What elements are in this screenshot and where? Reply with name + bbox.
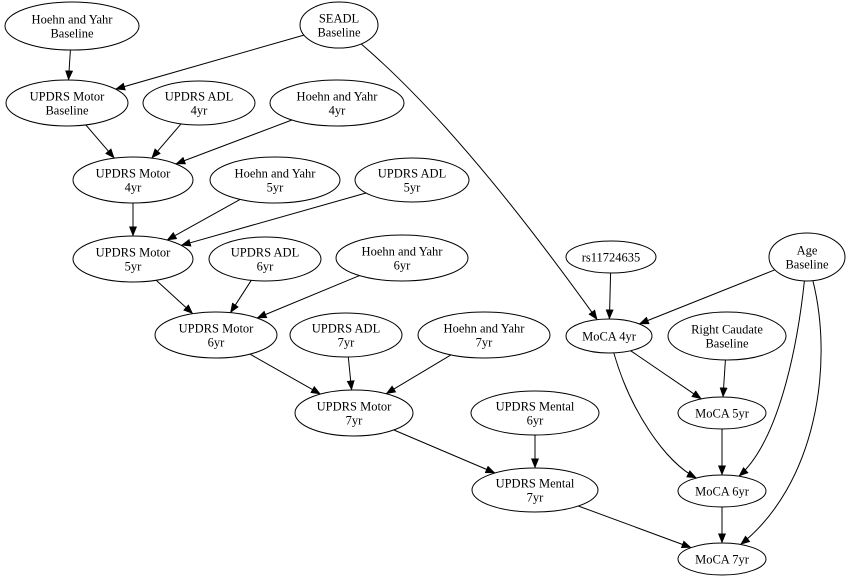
node-ellipse-updrs-mental-6yr: [470, 390, 600, 436]
node-ellipse-moca-6yr: [677, 474, 767, 508]
node-ellipse-rs11724635: [565, 240, 657, 274]
node-ellipse-hoehn-yahr-baseline: [4, 1, 140, 51]
edge-hoehn-yahr-7yr-to-updrs-motor-7yr: [385, 354, 452, 395]
node-moca-4yr: MoCA 4yr: [565, 318, 653, 354]
node-ellipse-right-caudate-baseline: [667, 311, 787, 361]
node-ellipse-hoehn-yahr-5yr: [209, 156, 341, 204]
edge-moca-4yr-to-moca-6yr: [613, 352, 697, 479]
edge-moca-4yr-to-moca-5yr: [630, 350, 702, 400]
node-rs11724635: rs11724635: [565, 240, 657, 274]
node-moca-5yr: MoCA 5yr: [677, 396, 767, 430]
edge-rs11724635-to-moca-4yr: [605, 272, 614, 320]
edge-updrs-mental-7yr-to-moca-7yr: [578, 505, 692, 549]
node-ellipse-moca-5yr: [677, 396, 767, 430]
node-ellipse-moca-4yr: [565, 318, 653, 354]
node-label-moca-7yr: MoCA 7yr: [695, 553, 750, 567]
node-label-rs11724635: rs11724635: [582, 251, 641, 265]
edges-layer: [65, 34, 822, 549]
edge-hoehn-yahr-4yr-to-updrs-motor-4yr: [175, 119, 293, 165]
edge-updrs-motor-5yr-to-updrs-motor-6yr: [155, 279, 194, 315]
edge-updrs-adl-4yr-to-updrs-motor-4yr: [151, 123, 182, 159]
node-ellipse-hoehn-yahr-6yr: [335, 234, 469, 282]
edge-seadl-baseline-to-moca-4yr: [360, 43, 598, 321]
edge-updrs-adl-6yr-to-updrs-motor-6yr: [229, 280, 252, 314]
edge-updrs-motor-7yr-to-updrs-mental-7yr: [393, 429, 496, 474]
edge-hoehn-yahr-6yr-to-updrs-motor-6yr: [256, 275, 360, 319]
edge-updrs-adl-7yr-to-updrs-motor-7yr: [346, 356, 355, 391]
node-ellipse-updrs-motor-4yr: [72, 156, 194, 204]
edge-right-caudate-baseline-to-moca-5yr: [719, 359, 728, 398]
node-ellipse-hoehn-yahr-4yr: [269, 79, 405, 127]
node-ellipse-moca-7yr: [677, 542, 767, 576]
node-ellipse-age-baseline: [768, 232, 846, 282]
node-moca-7yr: MoCA 7yr: [677, 542, 767, 576]
edge-seadl-baseline-to-updrs-motor-baseline: [115, 34, 305, 91]
node-label-moca-6yr: MoCA 6yr: [695, 485, 750, 499]
node-moca-6yr: MoCA 6yr: [677, 474, 767, 508]
node-ellipse-updrs-motor-7yr: [294, 389, 414, 437]
node-ellipse-hoehn-yahr-7yr: [417, 311, 551, 359]
node-ellipse-updrs-motor-baseline: [5, 79, 129, 127]
node-label-moca-4yr: MoCA 4yr: [582, 330, 637, 344]
edge-updrs-adl-5yr-to-updrs-motor-5yr: [180, 192, 367, 247]
edge-age-baseline-to-moca-7yr: [740, 280, 822, 545]
edge-updrs-motor-6yr-to-updrs-motor-7yr: [249, 353, 321, 395]
node-ellipse-updrs-motor-6yr: [154, 311, 278, 359]
node-ellipse-updrs-adl-4yr: [142, 80, 256, 126]
node-ellipse-seadl-baseline: [299, 1, 379, 49]
node-ellipse-updrs-adl-5yr: [354, 157, 470, 203]
edge-age-baseline-to-moca-4yr: [638, 269, 776, 325]
edge-hoehn-yahr-5yr-to-updrs-motor-5yr: [166, 198, 241, 241]
node-ellipse-updrs-motor-5yr: [72, 235, 194, 283]
node-ellipse-updrs-adl-7yr: [289, 312, 403, 358]
edge-updrs-motor-baseline-to-updrs-motor-4yr: [85, 124, 115, 159]
node-ellipse-updrs-adl-6yr: [208, 236, 322, 282]
edge-age-baseline-to-moca-6yr: [738, 280, 805, 477]
edge-hoehn-yahr-baseline-to-updrs-motor-baseline: [65, 49, 74, 81]
node-ellipse-updrs-mental-7yr: [471, 467, 599, 513]
node-label-moca-5yr: MoCA 5yr: [695, 407, 750, 421]
